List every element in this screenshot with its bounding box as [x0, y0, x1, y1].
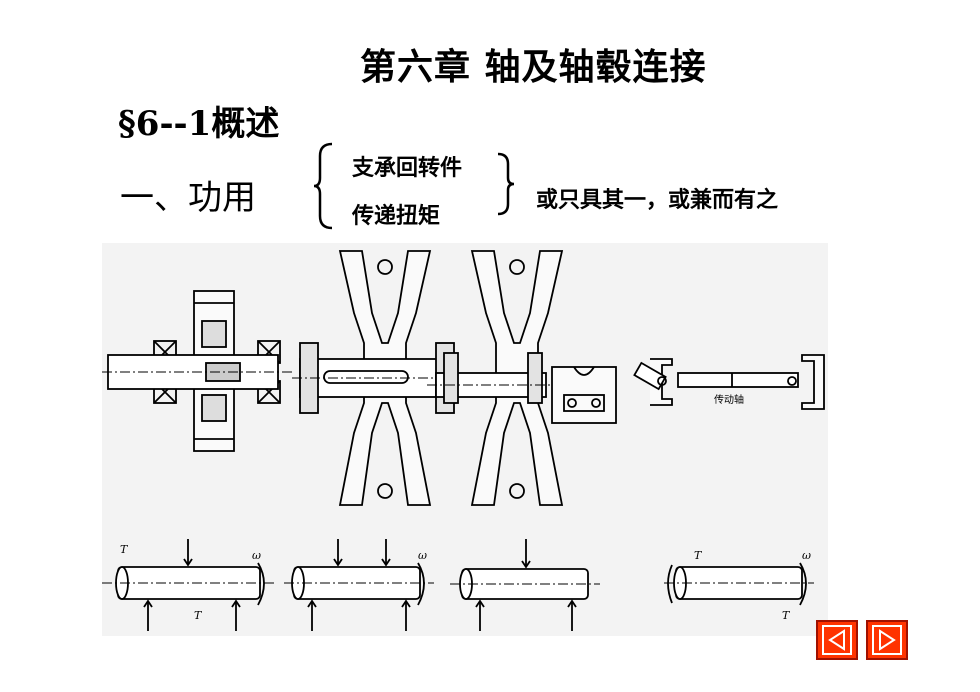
torque-symbol-4: T	[782, 609, 791, 622]
left-brace-icon	[313, 142, 333, 230]
function-item-support: 支承回转件	[352, 156, 463, 181]
omega-symbol-2: ω	[418, 549, 427, 562]
torque-symbol-3: T	[694, 549, 703, 562]
shaft-section-detail	[551, 366, 617, 424]
function-label: 一、功用	[120, 178, 256, 218]
section-title: §6--1概述	[118, 104, 280, 144]
right-brace-icon	[497, 152, 515, 216]
triangle-left-icon	[828, 629, 845, 651]
torque-symbol-1: T	[120, 543, 129, 556]
omega-symbol-3: ω	[802, 549, 811, 562]
triangle-right-icon	[879, 629, 896, 651]
shaft-schematics	[102, 539, 814, 631]
function-note: 或只具其一，或兼而有之	[536, 188, 779, 213]
chapter-title: 第六章 轴及轴毂连接	[360, 46, 707, 88]
omega-symbol-1: ω	[252, 549, 261, 562]
pulley-shaft-assembly-2	[427, 250, 564, 506]
transmission-shaft-assembly	[633, 354, 825, 410]
pulley-shaft-assembly-1	[292, 250, 462, 506]
torque-symbol-2: T	[194, 609, 203, 622]
shaft-figure: 传动轴 T T ω ω T	[102, 243, 828, 636]
next-button[interactable]	[866, 620, 908, 660]
gear-shaft-assembly	[102, 290, 292, 452]
prev-button[interactable]	[816, 620, 858, 660]
function-item-torque: 传递扭矩	[352, 204, 441, 229]
transmission-shaft-label: 传动轴	[714, 393, 744, 406]
